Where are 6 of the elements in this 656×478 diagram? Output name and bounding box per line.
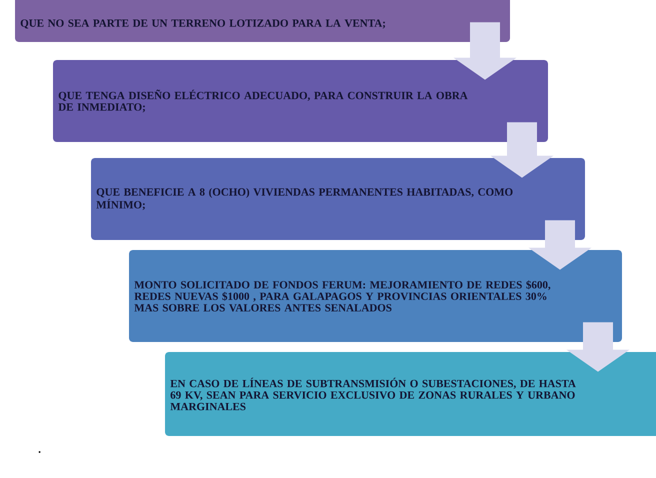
process-box: QUE NO SEA PARTE DE UN TERRENO LOTIZADO PARA LA VENTA;: [15, 0, 510, 42]
process-box: QUE TENGA DISEÑO ELÉCTRICO ADECUADO, PARA CONSTRUIR LA OBRA DE INMEDIATO;: [53, 60, 548, 142]
process-box: MONTO SOLICITADO DE FONDOS FERUM: MEJORAMIENTO DE REDES $600, REDES NUEVAS $1000 , PARA GALAPAGOS Y PROVINCIAS ORIENTALES 30% MAS SOBRE LOS VALORES ANTES SENALADOS: [129, 250, 622, 342]
process-box: QUE BENEFICIE A 8 (OCHO) VIVIENDAS PERMANENTES HABITADAS, COMO MÍNIMO;: [91, 158, 585, 240]
note-text: .: [38, 451, 40, 453]
process-box: EN CASO DE LÍNEAS DE SUBTRANSMISIÓN O SUBESTACIONES, DE HASTA 69 KV, SEAN PARA SERVICIO EXCLUSIVO DE ZONAS RURALES Y URBANO MARGINALES: [165, 352, 656, 436]
